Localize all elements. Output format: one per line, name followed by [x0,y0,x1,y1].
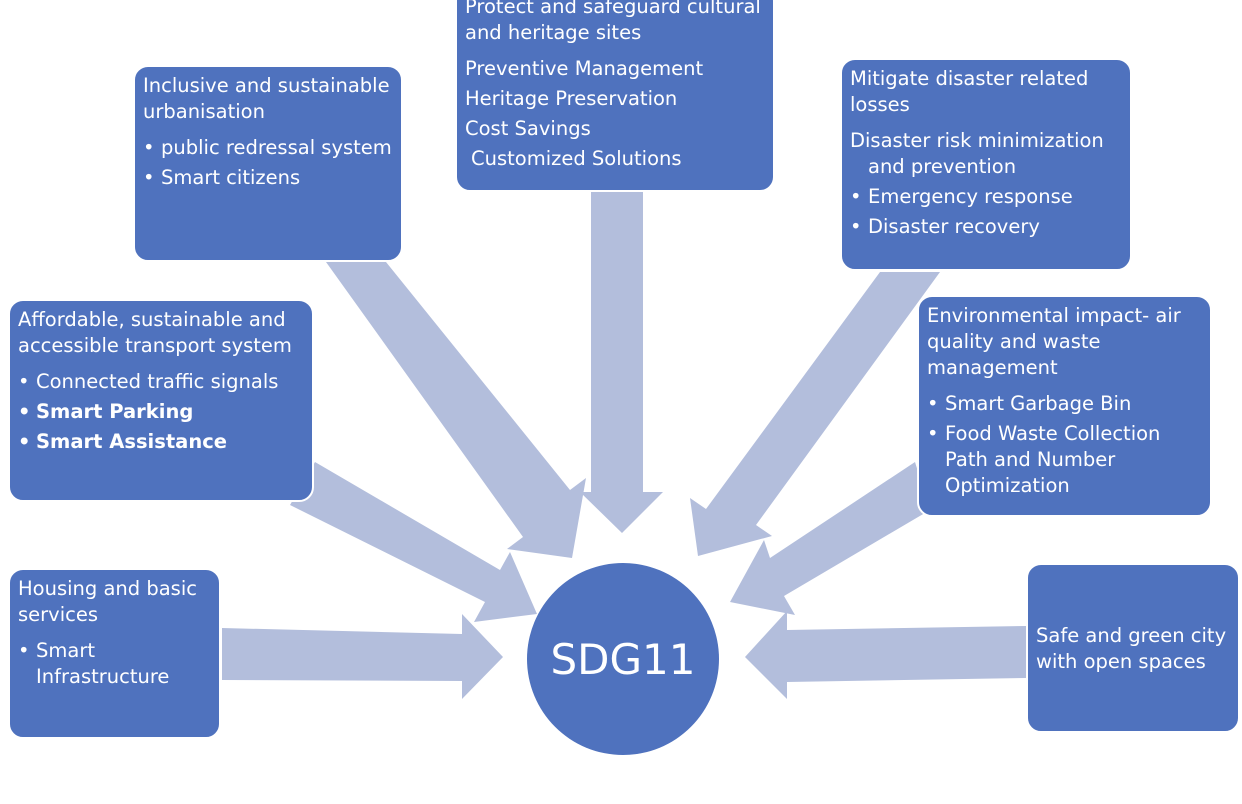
center-circle: SDG11 [527,563,719,755]
list-item: Customized Solutions [471,147,682,170]
arrow-green [745,611,1026,699]
box-green-city: Safe and green city with open spaces [1026,563,1240,733]
arrow-environment [730,462,930,615]
list-item: public redressal system [143,135,393,161]
arrow-housing [222,614,503,699]
box-disaster: Mitigate disaster related losses Disaste… [840,58,1132,271]
box-environment: Environmental impact- air quality and wa… [917,295,1212,517]
bullet-list: Smart Garbage Bin Food Waste Collection … [927,391,1202,499]
list-item: Connected traffic signals [18,369,304,395]
box-urbanisation: Inclusive and sustainable urbanisation p… [133,65,403,262]
bullet-list: public redressal system Smart citizens [143,135,393,191]
list-item: Smart Infrastructure [18,638,211,690]
list-item: Food Waste Collection Path and Number Op… [927,421,1202,499]
box-title: Safe and green city with open spaces [1036,624,1227,673]
arrow-cultural [580,192,663,533]
list-item: Heritage Preservation [465,87,678,110]
list-item: Disaster risk minimization and preventio… [850,129,1104,178]
bullet-list: Smart Infrastructure [18,638,211,690]
list-item: Smart citizens [143,165,393,191]
box-cultural-heritage: Protect and safeguard cultural and herit… [455,0,775,192]
box-housing: Housing and basic services Smart Infrast… [8,568,221,739]
box-title: Protect and safeguard cultural and herit… [465,0,761,44]
arrow-urbanisation [326,262,586,558]
list-item: Cost Savings [465,117,591,140]
box-title: Inclusive and sustainable urbanisation [143,74,390,123]
box-title: Environmental impact- air quality and wa… [927,304,1181,379]
list-item: Emergency response [850,184,1122,210]
list-item: Smart Assistance [18,429,304,455]
list-item: Smart Parking [18,399,304,425]
box-transport: Affordable, sustainable and accessible t… [8,299,314,502]
bullet-list: Emergency response Disaster recovery [850,184,1122,240]
list-item: Disaster recovery [850,214,1122,240]
box-title: Affordable, sustainable and accessible t… [18,308,292,357]
list-item: Preventive Management [465,57,704,80]
box-title: Housing and basic services [18,577,197,626]
center-label: SDG11 [550,634,696,684]
arrow-transport [290,462,537,622]
box-title: Mitigate disaster related losses [850,67,1089,116]
arrow-disaster [690,272,940,556]
list-item: Smart Garbage Bin [927,391,1202,417]
bullet-list: Connected traffic signals Smart Parking … [18,369,304,455]
